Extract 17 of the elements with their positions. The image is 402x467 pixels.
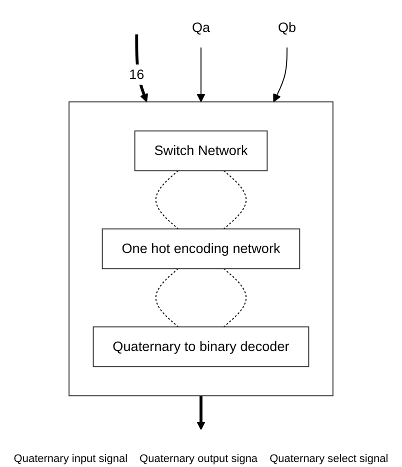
node-box: Quaternary to binary decoder	[92, 326, 310, 368]
connector	[223, 268, 247, 328]
edge-label: 16	[129, 66, 144, 82]
node-box: Switch Network	[134, 130, 268, 172]
arrow	[273, 47, 288, 102]
connector	[155, 268, 179, 328]
node-text: Qa	[192, 19, 210, 35]
arrow	[196, 47, 206, 102]
node-text: Qb	[278, 19, 296, 35]
arrow	[196, 396, 206, 430]
connector	[155, 170, 179, 230]
signal-label: Quaternary input signal	[14, 453, 128, 465]
signal-label: Quaternary output signa	[140, 453, 258, 465]
cluster	[68, 101, 334, 396]
connector	[223, 170, 247, 230]
node-box: One hot encoding network	[102, 228, 300, 270]
signal-label: Quaternary select signal	[270, 453, 388, 465]
